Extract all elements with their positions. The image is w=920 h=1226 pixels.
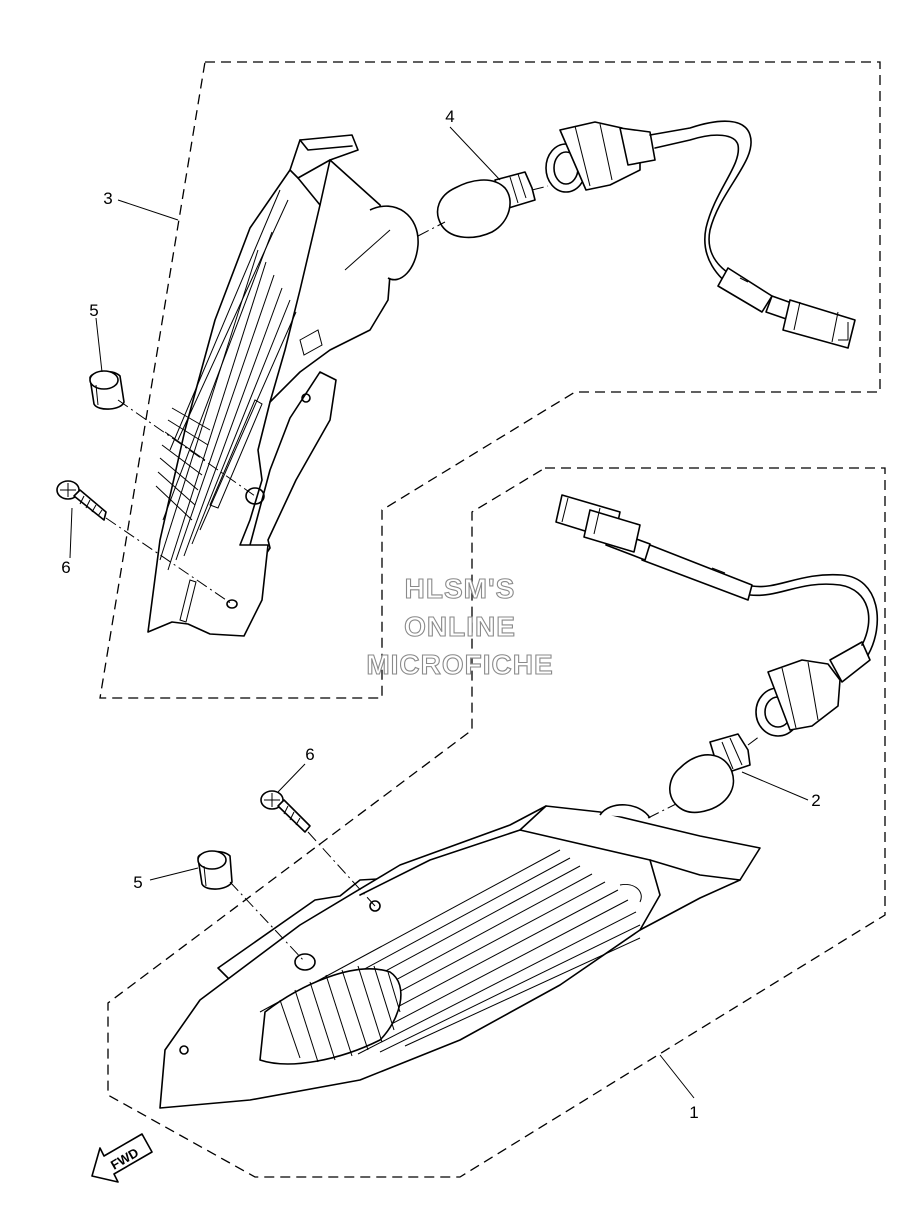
lower-assembly-outline	[107, 467, 886, 1178]
lower-lens-assembly	[159, 804, 761, 1109]
centerline-screw-upper	[105, 517, 233, 605]
watermark-line-3: MICROFICHE	[366, 649, 553, 680]
centerline-upper-socket	[531, 185, 549, 191]
screw-lower	[260, 790, 311, 833]
upper-assembly-outline	[99, 61, 881, 699]
callout-6-upper: 6	[61, 558, 70, 577]
leader-3	[117, 199, 179, 221]
leader-4	[449, 126, 501, 181]
upper-bulb	[436, 171, 536, 239]
lower-socket-harness	[555, 494, 879, 737]
grommet-upper	[89, 370, 125, 410]
leader-2	[741, 771, 809, 801]
centerline-lower-bulb	[647, 803, 677, 819]
watermark-line-2: ONLINE	[404, 611, 516, 642]
lower-bulb	[669, 733, 751, 814]
leader-6-upper	[69, 507, 73, 559]
callout-5-upper: 5	[89, 301, 98, 320]
centerline-grommet-upper	[117, 399, 256, 497]
callout-3: 3	[103, 189, 112, 208]
callout-4: 4	[445, 107, 454, 126]
callout-1: 1	[689, 1103, 698, 1122]
watermark-line-1: HLSM'S	[405, 573, 516, 604]
callout-5-lower: 5	[133, 873, 142, 892]
leader-5-upper	[95, 317, 103, 373]
centerline-grommet-lower	[229, 881, 306, 963]
centerline-lower-socket	[747, 735, 761, 746]
centerline-screw-lower	[307, 831, 376, 907]
screw-upper	[56, 480, 107, 521]
centerline-upper-bulb	[417, 221, 446, 237]
upper-lens-assembly	[147, 134, 419, 637]
leader-6-lower	[277, 763, 306, 793]
callout-6-lower: 6	[305, 745, 314, 764]
watermark: HLSM'S ONLINE MICROFICHE	[366, 572, 553, 680]
leader-5-lower	[149, 867, 199, 881]
forward-direction-arrow: FWD	[91, 1133, 153, 1183]
callout-2: 2	[811, 791, 820, 810]
upper-socket-harness	[545, 120, 856, 349]
grommet-lower	[197, 850, 233, 890]
leader-1	[659, 1054, 695, 1099]
